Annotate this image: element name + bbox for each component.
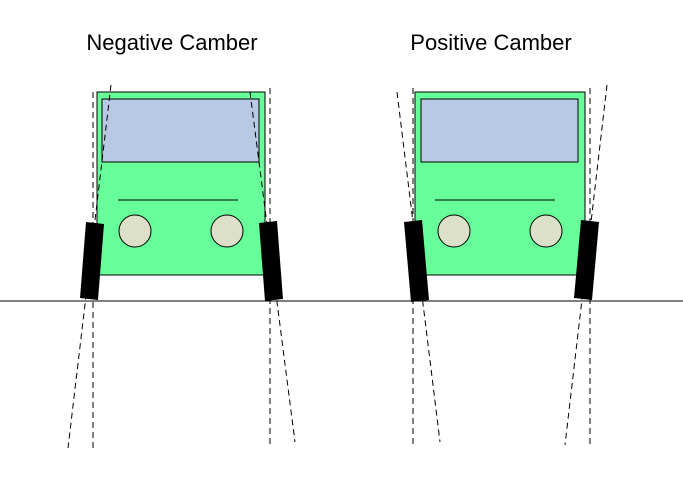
left-tire xyxy=(404,220,429,302)
car-headlight-left xyxy=(118,214,152,248)
right-tire-camber-line xyxy=(564,84,608,446)
negative-camber-title: Negative Camber xyxy=(86,30,257,55)
car-headlight-right xyxy=(210,214,244,248)
left-tire-camber-line xyxy=(67,84,112,449)
left-tire-camber-line xyxy=(396,91,441,443)
car-headlight-left xyxy=(437,214,471,248)
car-headlight-right xyxy=(529,214,563,248)
positive-camber-title: Positive Camber xyxy=(410,30,571,55)
right-tire xyxy=(259,221,283,301)
positive-camber-car xyxy=(396,84,608,448)
car-windshield xyxy=(420,98,579,163)
left-tire xyxy=(80,222,104,300)
negative-camber-car xyxy=(67,84,296,449)
right-tire xyxy=(574,220,599,300)
right-tire-camber-line xyxy=(249,91,296,443)
car-windshield xyxy=(101,98,260,163)
